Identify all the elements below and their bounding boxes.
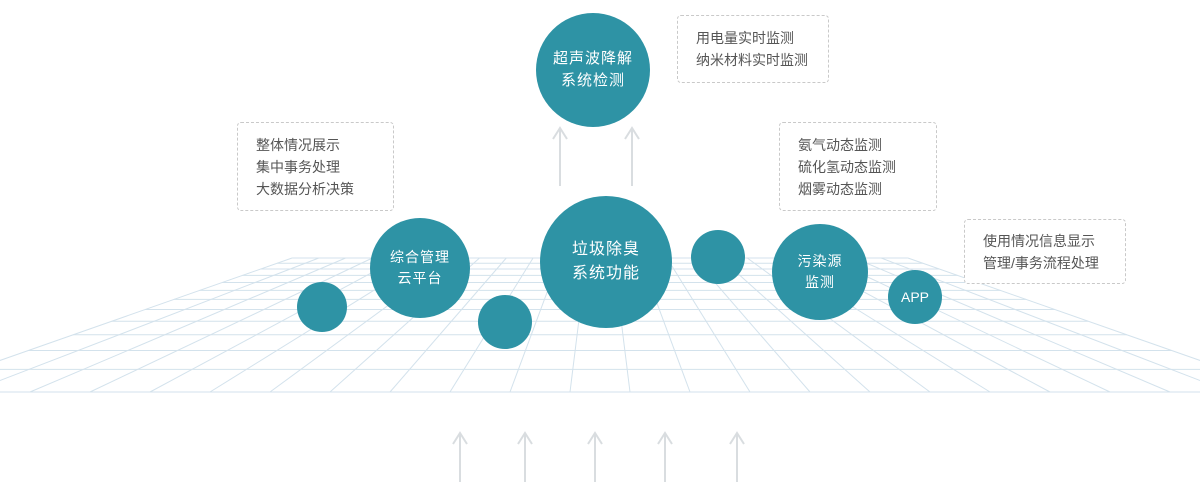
node-label-line: 垃圾除臭 — [571, 241, 640, 258]
node-label-line: 系统功能 — [571, 265, 640, 282]
node-label-line: 综合管理 — [390, 249, 450, 265]
callout-pollution-features: 氨气动态监测 硫化氢动态监测 烟雾动态监测 — [779, 122, 937, 211]
accent-dot-right — [691, 230, 745, 284]
callout-line: 整体情况展示 — [256, 136, 340, 153]
callout-line: 烟雾动态监测 — [798, 180, 882, 197]
node-label-line: 污染源 — [797, 253, 843, 269]
callout-line: 集中事务处理 — [256, 158, 340, 175]
up-arrow-icon — [452, 431, 468, 482]
callout-ultrasonic-features: 用电量实时监测 纳米材料实时监测 — [677, 15, 829, 83]
node-label-line: APP — [900, 288, 929, 305]
node-label-line: 超声波降解 — [552, 49, 633, 67]
callout-line: 使用情况信息显示 — [983, 232, 1095, 249]
callout-line: 硫化氢动态监测 — [798, 158, 896, 175]
node-cloud-platform: 综合管理 云平台 — [370, 218, 470, 318]
node-app: APP — [888, 270, 942, 324]
callout-line: 管理/事务流程处理 — [983, 254, 1099, 271]
grid-line — [0, 257, 320, 382]
node-label-line: 监测 — [805, 274, 835, 290]
grid-line — [0, 257, 293, 361]
up-arrow-icon — [587, 431, 603, 482]
accent-dot-left — [297, 282, 347, 332]
callout-line: 大数据分析决策 — [256, 180, 354, 197]
callout-cloud-features: 整体情况展示 集中事务处理 大数据分析决策 — [237, 122, 394, 211]
node-ultrasonic-detection: 超声波降解 系统检测 — [536, 13, 650, 127]
up-arrow-icon — [624, 126, 640, 186]
accent-dot-middle — [478, 295, 532, 349]
up-arrow-icon — [729, 431, 745, 482]
node-label-line: 云平台 — [397, 270, 443, 286]
up-arrow-icon — [657, 431, 673, 482]
node-pollution-monitoring: 污染源 监测 — [772, 224, 868, 320]
up-arrow-icon — [552, 126, 568, 186]
up-arrow-icon — [517, 431, 533, 482]
callout-app-features: 使用情况信息显示 管理/事务流程处理 — [964, 219, 1126, 284]
node-label-line: 系统检测 — [560, 72, 625, 89]
callout-line: 氨气动态监测 — [798, 136, 882, 153]
callout-line: 纳米材料实时监测 — [696, 52, 808, 68]
callout-line: 用电量实时监测 — [696, 30, 794, 46]
node-main-system: 垃圾除臭 系统功能 — [540, 196, 672, 328]
